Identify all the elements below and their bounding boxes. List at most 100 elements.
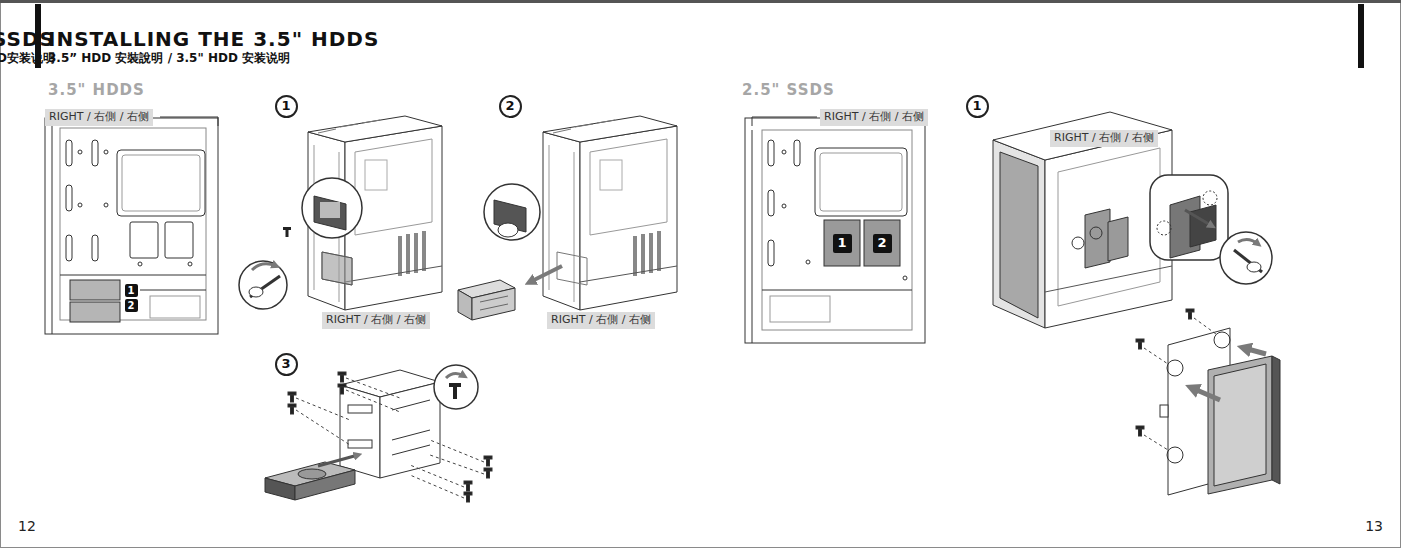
ssd-case-step-one	[1203, 191, 1217, 205]
hdd-cage-step-three	[296, 378, 484, 498]
hdd-case-side-view	[52, 118, 53, 334]
hdd-cage-step-three	[288, 392, 296, 402]
ssd-bracket-detail	[1214, 332, 1230, 348]
label-text: RIGHT / 右側 / 右侧	[551, 314, 651, 326]
hdd-cage-step-three	[338, 372, 346, 382]
page-heading: INSTALLING THE 2.5" SSDS	[0, 28, 55, 51]
ssd-case-side-view	[768, 190, 774, 216]
ssd-bracket-detail	[1186, 309, 1194, 319]
case-step-two	[480, 304, 508, 310]
label-text: RIGHT / 右側 / 右侧	[326, 314, 426, 326]
hdd-cage-step-three	[348, 440, 372, 448]
hdd-cage-step-three	[265, 365, 492, 502]
ssd-case-step-one	[993, 112, 1272, 328]
hdd-cage-step-three	[434, 365, 478, 409]
ssd-case-step-one	[1238, 239, 1258, 244]
hdd-case-side-view	[60, 275, 206, 276]
ssd-case-step-one	[1190, 205, 1216, 247]
ssd-case-side-view	[782, 204, 786, 208]
label-text: 1	[281, 99, 290, 113]
case-step-one	[302, 178, 362, 238]
hdd-case-side-view	[160, 117, 218, 126]
hdd-cage-step-three	[392, 400, 430, 410]
ssd-bracket-detail	[1167, 360, 1183, 376]
hdd-cage-step-three	[318, 455, 358, 466]
case-step-two	[484, 184, 540, 240]
hdd-cage-step-three	[449, 383, 461, 387]
hdd-cage-step-three	[296, 398, 350, 420]
ssd-case-side-view	[820, 153, 902, 211]
page-frame	[0, 0, 1401, 3]
ssd-bracket-detail	[1136, 339, 1144, 349]
hdd-case-side-view	[122, 155, 200, 211]
hdd-case-side-view	[66, 235, 72, 261]
ssd-case-side-view	[752, 117, 817, 126]
case-step-one	[249, 287, 263, 297]
ssd-case-step-one	[1045, 266, 1172, 292]
hdd-case-side-view	[78, 203, 82, 207]
hdd-cage-step-three	[430, 440, 484, 462]
ssd-case-step-one	[1234, 250, 1262, 272]
case-step-two	[480, 296, 508, 302]
ssd-case-step-one	[1150, 175, 1228, 260]
ssd-case-side-view	[745, 117, 925, 343]
ssd-bracket-detail	[1136, 426, 1144, 436]
hdd-case-side-view	[92, 235, 98, 261]
hdd-case-side-view	[70, 302, 120, 322]
ssd-bracket-detail	[1144, 348, 1168, 364]
hdd-case-side-view	[66, 185, 72, 211]
section-heading: 3.5" HDDS	[48, 82, 145, 99]
hdd-case-side-view	[78, 150, 82, 154]
step-number: 1	[275, 95, 298, 118]
ssd-case-step-one	[993, 140, 1045, 328]
ssd-bracket-detail	[1192, 388, 1220, 400]
ssd-case-side-view	[903, 276, 907, 280]
ssd-bracket-detail	[1136, 309, 1280, 495]
label-text: 1	[837, 236, 846, 250]
step-number: 2	[499, 95, 522, 118]
callout-number: 1	[125, 284, 138, 297]
ssd-case-side-view	[762, 130, 912, 330]
ssd-case-step-one	[1000, 152, 1038, 318]
page-subheading: 2.5” SSD 安裝說明 / 2.5" SSD安装说明	[0, 52, 55, 66]
label-text: 1	[972, 99, 981, 113]
label-text: 1	[128, 285, 135, 296]
label-text: 2	[505, 99, 514, 113]
hdd-cage-step-three	[338, 384, 346, 394]
ssd-case-side-view	[806, 260, 810, 264]
ssd-bracket-detail	[1272, 356, 1280, 484]
step-number: 1	[966, 95, 989, 118]
case-step-two	[498, 223, 518, 237]
hdd-cage-step-three	[380, 382, 440, 478]
case-step-one	[320, 202, 340, 218]
ssd-case-side-view	[815, 148, 907, 216]
page-number: 12	[18, 518, 36, 534]
ssd-case-side-view	[768, 240, 774, 266]
ssd-case-step-one	[1157, 221, 1171, 235]
hdd-case-side-view	[104, 203, 108, 207]
ssd-case-side-view	[762, 290, 912, 291]
ssd-case-side-view	[794, 140, 800, 166]
view-label: RIGHT / 右側 / 右侧	[547, 312, 655, 329]
ssd-case-step-one	[1108, 217, 1128, 261]
case-step-one	[252, 264, 276, 270]
ssd-bracket-detail	[1244, 348, 1266, 354]
case-step-two	[543, 116, 677, 310]
ssd-case-step-one	[993, 112, 1172, 160]
hdd-cage-step-three	[410, 465, 464, 487]
hdd-case-side-view	[150, 296, 200, 318]
hdd-case-side-view	[188, 262, 192, 266]
case-step-two	[458, 116, 677, 320]
ssd-bracket-detail	[1167, 447, 1183, 463]
ssd-case-side-view	[752, 130, 753, 343]
ssd-case-step-one	[1085, 209, 1110, 268]
label-text: RIGHT / 右側 / 右侧	[49, 111, 149, 123]
ssd-case-step-one	[1247, 262, 1261, 272]
ssd-case-side-view	[770, 296, 830, 322]
hdd-cage-step-three	[346, 378, 400, 398]
ssd-bracket-detail	[1194, 318, 1216, 334]
label-text: RIGHT / 右側 / 右侧	[824, 111, 924, 123]
ssd-case-side-view	[745, 118, 925, 343]
